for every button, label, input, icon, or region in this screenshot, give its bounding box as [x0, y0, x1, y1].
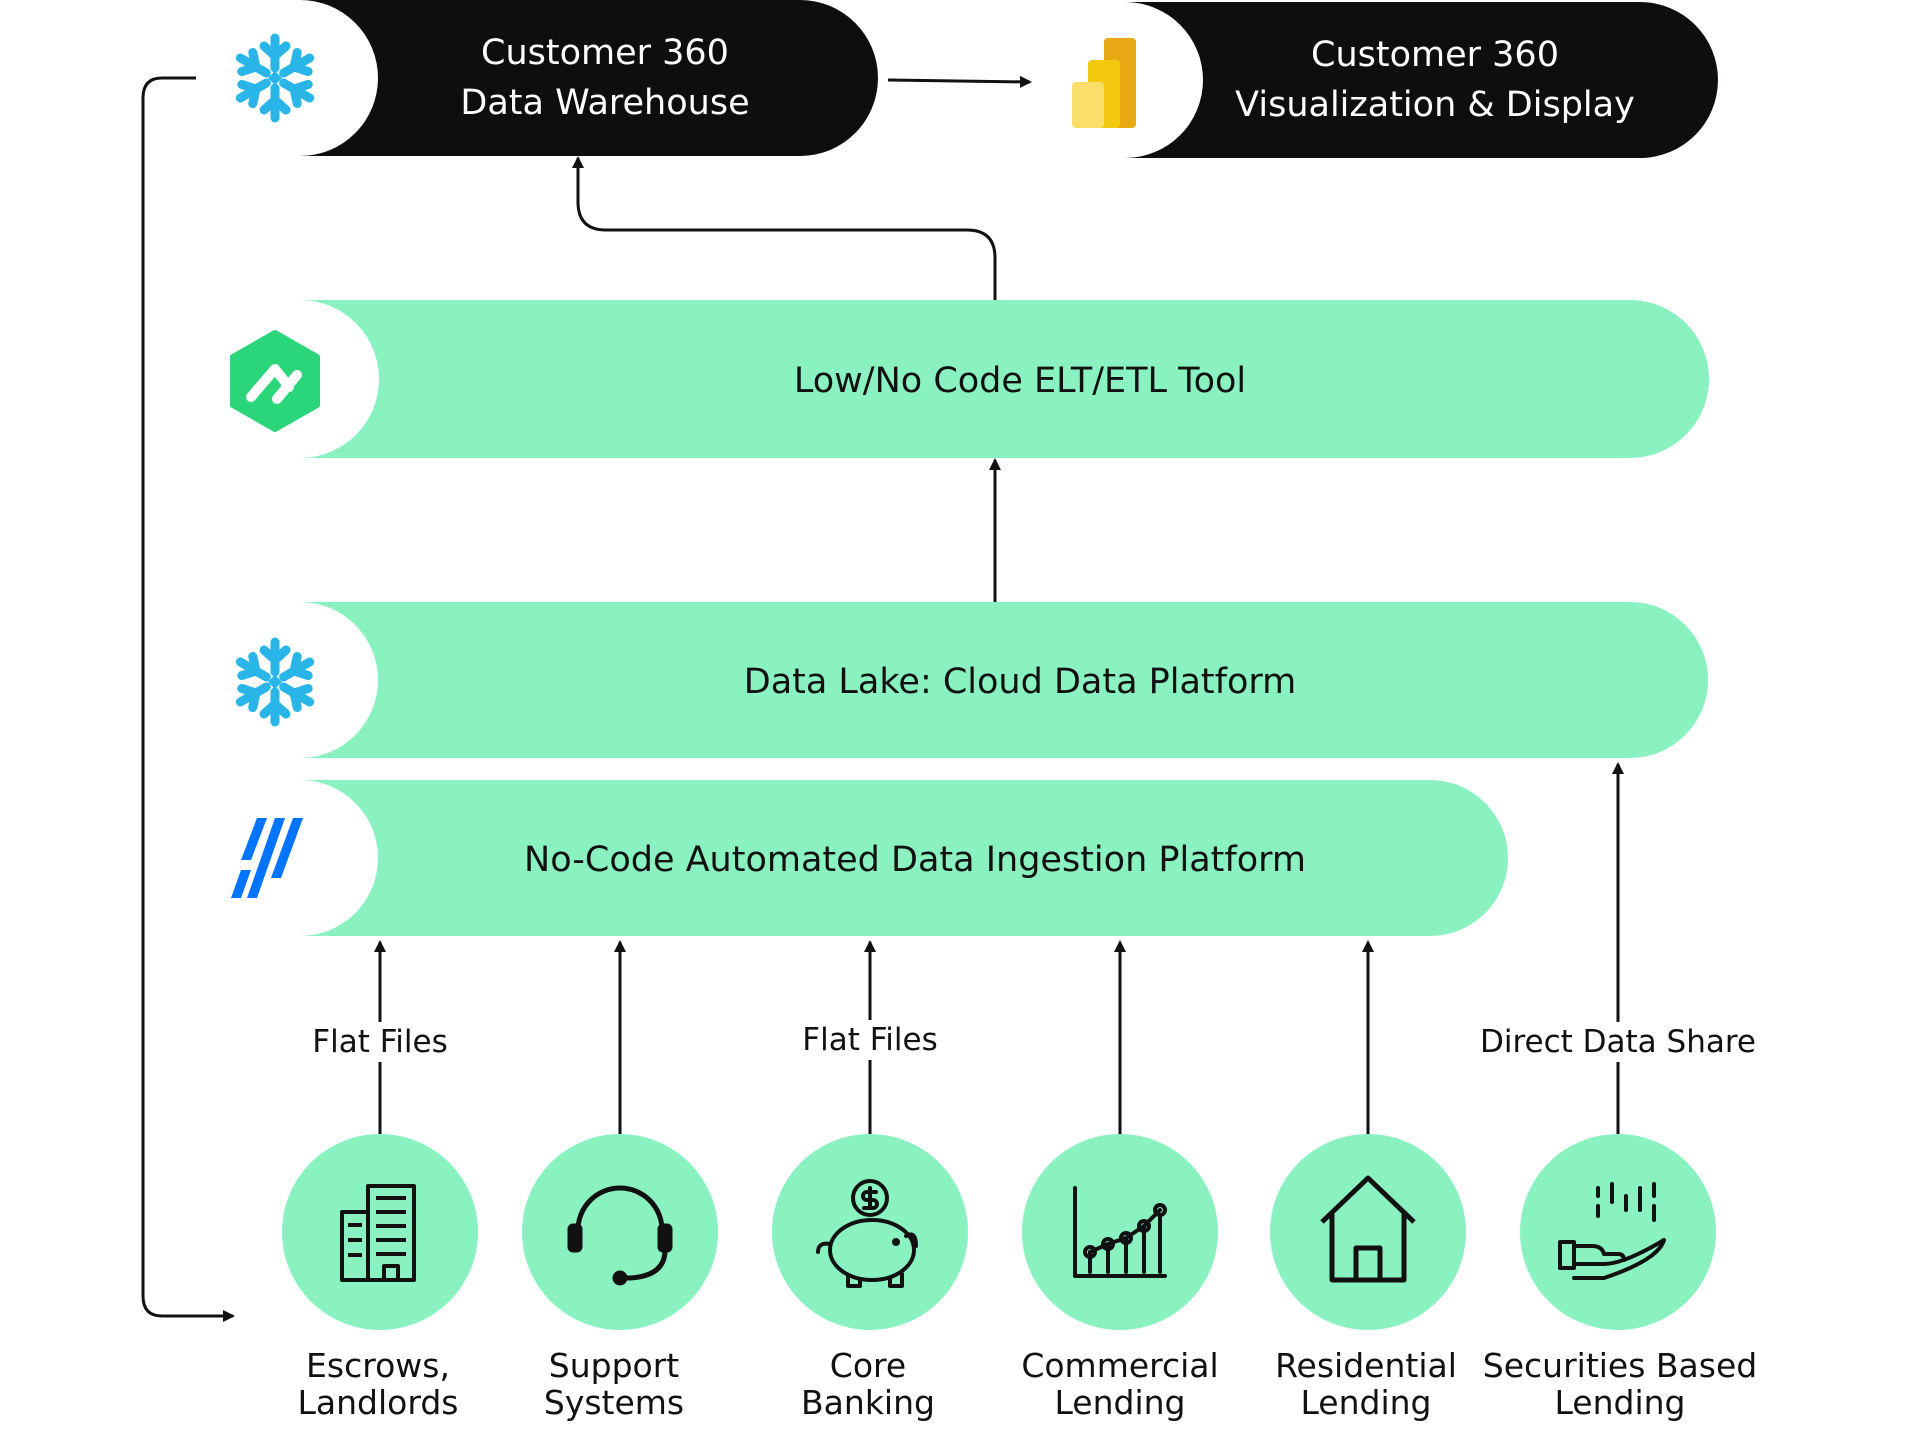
source-label-line2: Lending: [1054, 1383, 1186, 1422]
source-label-line2: Lending: [1300, 1383, 1432, 1422]
ingestion-title: No-Code Automated Data Ingestion Platfor…: [524, 840, 1306, 880]
etl-to-warehouse-arrow: [572, 156, 997, 300]
source-label-line1: Escrows,: [306, 1346, 450, 1385]
source-circle: [1022, 1134, 1218, 1330]
source-label-line2: Banking: [801, 1383, 935, 1422]
fivetran-icon: [231, 818, 303, 898]
warehouse-to-visualization-arrow: [887, 75, 1032, 88]
source-label-line1: Support: [548, 1346, 680, 1385]
source-label-line1: Commercial: [1021, 1346, 1219, 1385]
feedback-loop-arrow: [141, 76, 235, 1322]
etl-bar: [300, 300, 1709, 458]
datalake-title: Data Lake: Cloud Data Platform: [743, 662, 1297, 702]
warehouse-title-line2: Data Warehouse: [460, 83, 750, 123]
warehouse-bar: [300, 0, 878, 156]
source-label-line1: Residential: [1275, 1346, 1457, 1385]
visualization-title-line2: Visualization & Display: [1235, 85, 1635, 125]
datalake-bar: [300, 602, 1708, 758]
warehouse-title: Customer 360 Data Warehouse: [460, 28, 749, 128]
growth-chart-icon: [1073, 1186, 1167, 1278]
visualization-title: Customer 360 Visualization & Display: [1235, 30, 1635, 130]
piggy-bank-icon: [816, 1179, 918, 1288]
hand-money-icon: [1558, 1182, 1666, 1280]
source-label-support: Support Systems: [544, 1347, 684, 1421]
source-label-residential: Residential Lending: [1275, 1347, 1457, 1421]
snowflake-icon: [235, 38, 315, 118]
source-label-core-banking: Core Banking: [801, 1347, 935, 1421]
source-circle: [772, 1134, 968, 1330]
source-label-commercial: Commercial Lending: [1021, 1347, 1218, 1421]
headset-icon: [567, 1185, 673, 1286]
office-building-icon: [340, 1184, 416, 1282]
source-label-line2: Systems: [543, 1383, 685, 1422]
source-circle: [522, 1134, 718, 1330]
source-circle: [282, 1134, 478, 1330]
visualization-bar: [1125, 2, 1718, 158]
matillion-icon: [230, 330, 320, 432]
core-banking-edge-label: Flat Files: [796, 1020, 944, 1060]
source-circle: [1270, 1134, 1466, 1330]
snowflake-icon: [235, 642, 315, 722]
visualization-title-line1: Customer 360: [1311, 35, 1559, 75]
escrows-edge-label: Flat Files: [306, 1022, 454, 1062]
etl-title: Low/No Code ELT/ETL Tool: [793, 361, 1247, 401]
source-label-line1: Securities Based: [1482, 1346, 1758, 1385]
warehouse-title-line1: Customer 360: [481, 33, 729, 73]
source-circle: [1520, 1134, 1716, 1330]
ingestion-bar: [300, 780, 1508, 936]
securities-edge-label: Direct Data Share: [1473, 1022, 1763, 1062]
source-label-escrows: Escrows, Landlords: [298, 1347, 459, 1421]
house-icon: [1320, 1175, 1416, 1283]
source-label-line2: Landlords: [297, 1383, 459, 1422]
source-label-line2: Lending: [1554, 1383, 1686, 1422]
powerbi-icon: [1072, 38, 1136, 128]
source-label-securities: Securities Based Lending: [1483, 1347, 1757, 1421]
source-label-line1: Core: [829, 1346, 907, 1385]
